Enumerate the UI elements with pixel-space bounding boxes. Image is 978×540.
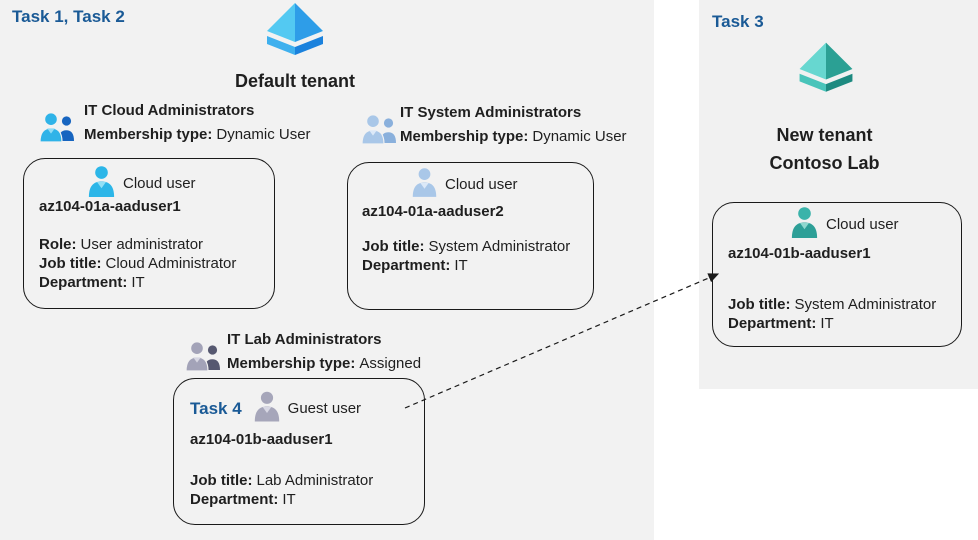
username: az104-01b-aaduser1: [190, 431, 333, 448]
azure-ad-tenant-icon-teal: [792, 41, 860, 104]
user-type-label: Guest user: [287, 400, 362, 417]
membership-value: Dynamic User: [216, 126, 311, 143]
task-label-4: Task 4: [190, 398, 242, 418]
task-label-1-2: Task 1, Task 2: [12, 7, 125, 26]
membership-type-line: Membership type:Assigned: [227, 355, 421, 372]
field-row: Job title:Cloud Administrator: [39, 255, 237, 272]
field-row: Department:IT: [728, 315, 834, 332]
user-fields: Job title:Lab Administrator Department:I…: [190, 471, 373, 509]
field-row: Role:User administrator: [39, 236, 204, 253]
user-fields: Role:User administrator Job title:Cloud …: [39, 235, 236, 292]
user-fields: Job title:System Administrator Departmen…: [728, 295, 936, 333]
user-type-label: Cloud user: [445, 176, 518, 193]
group-title: IT Lab Administrators: [227, 331, 382, 348]
guest-user-card: Task 4 Guest user az104-01b-aaduser1 Job…: [173, 378, 425, 525]
new-tenant-line2: Contoso Lab: [769, 153, 880, 173]
group-users-icon: [185, 341, 220, 377]
new-tenant-cloud-user-card: Cloud user az104-01b-aaduser1 Job title:…: [712, 202, 962, 347]
user-card-aaduser1: Cloud user az104-01a-aaduser1 Role:User …: [23, 158, 275, 309]
field-row: Department:IT: [362, 257, 468, 274]
guest-user-icon: [254, 391, 280, 426]
azure-ad-tenant-icon: [259, 2, 331, 67]
membership-label: Membership type:: [227, 355, 356, 372]
username: az104-01a-aaduser2: [362, 203, 504, 220]
username: az104-01a-aaduser1: [39, 198, 181, 215]
new-tenant-line1: New tenant: [776, 125, 873, 145]
cloud-user-icon: [412, 168, 437, 201]
field-row: Department:IT: [190, 491, 296, 508]
membership-value: Assigned: [359, 355, 422, 372]
user-type-label: Cloud user: [826, 216, 899, 233]
field-row: Job title:System Administrator: [728, 296, 937, 313]
group-title: IT System Administrators: [400, 104, 582, 121]
group-users-icon: [361, 114, 396, 150]
group-title: IT Cloud Administrators: [84, 102, 255, 119]
new-tenant-title: New tenant Contoso Lab: [722, 121, 927, 177]
default-tenant-panel: [0, 0, 654, 540]
task-label-3: Task 3: [712, 12, 764, 31]
username: az104-01b-aaduser1: [728, 245, 871, 262]
user-type-label: Cloud user: [123, 175, 196, 192]
membership-label: Membership type:: [400, 128, 529, 145]
membership-label: Membership type:: [84, 126, 213, 143]
group-users-icon: [39, 112, 74, 148]
field-row: Department:IT: [39, 274, 145, 291]
default-tenant-title: Default tenant: [234, 71, 355, 91]
field-row: Job title:Lab Administrator: [190, 472, 374, 489]
cloud-user-icon: [88, 166, 115, 201]
field-row: Job title:System Administrator: [362, 238, 571, 255]
cloud-user-icon: [791, 207, 818, 242]
user-card-aaduser2: Cloud user az104-01a-aaduser2 Job title:…: [347, 162, 594, 310]
membership-type-line: Membership type:Dynamic User: [400, 128, 627, 145]
membership-value: Dynamic User: [532, 128, 627, 145]
membership-type-line: Membership type:Dynamic User: [84, 126, 311, 143]
user-fields: Job title:System Administrator Departmen…: [362, 237, 570, 275]
